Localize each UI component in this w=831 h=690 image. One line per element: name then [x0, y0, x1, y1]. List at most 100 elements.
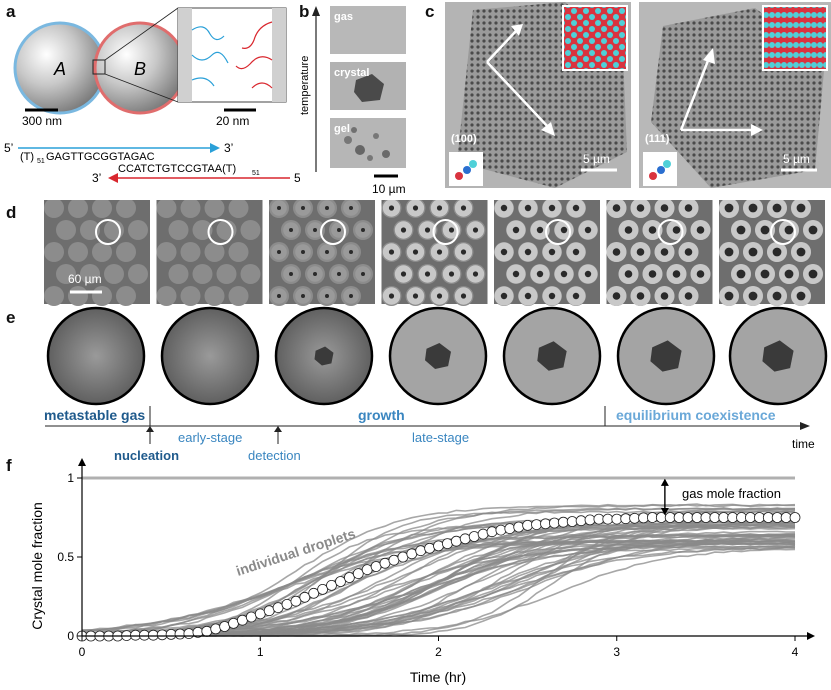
droplet-closeup — [616, 306, 716, 406]
scale-60um: 60 µm — [68, 272, 102, 286]
mean-point — [531, 519, 542, 530]
mean-point — [441, 538, 453, 549]
mean-point — [557, 516, 569, 528]
droplet-closeup — [274, 306, 374, 406]
crystal-nucleus — [762, 340, 794, 372]
annotation-gas-fraction: gas mole fraction — [682, 486, 781, 501]
droplet-closeup — [160, 306, 260, 406]
droplet-curve — [81, 503, 796, 635]
mean-point — [620, 513, 632, 525]
mean-point — [201, 625, 213, 637]
panel-label-d: d — [6, 203, 17, 222]
mean-point — [762, 512, 774, 523]
x-tick-label: 0 — [79, 645, 86, 659]
droplet-closeup — [46, 306, 146, 406]
mean-point — [504, 523, 516, 534]
mean-point — [549, 517, 560, 529]
mean-point — [263, 605, 275, 617]
mean-point — [183, 628, 195, 640]
phase-late: late-stage — [412, 430, 469, 445]
mean-point — [299, 591, 311, 603]
phase-nucleation: nucleation — [114, 448, 179, 463]
highlight-circle — [432, 219, 459, 245]
mean-point — [290, 595, 302, 607]
panel-label-b: b — [299, 2, 310, 21]
highlight-circle — [95, 219, 121, 245]
mean-point — [584, 514, 596, 526]
mean-point — [361, 564, 373, 575]
phase-growth: growth — [358, 407, 405, 423]
lattice-111-inset — [762, 5, 828, 71]
mean-point — [219, 621, 231, 632]
mean-point — [174, 628, 186, 640]
strand1-prefix: (T) — [20, 151, 34, 163]
droplet-curve — [81, 527, 796, 632]
highlight-circle — [207, 219, 234, 245]
state-gel: gel — [334, 123, 350, 135]
phase-detection: detection — [248, 448, 301, 463]
highlight-circle — [770, 219, 796, 245]
mean-point — [468, 531, 480, 542]
x-tick-label: 1 — [257, 645, 264, 659]
time-axis-label: time — [792, 437, 815, 451]
scale-10um: 10 µm — [372, 182, 406, 196]
phase-equilibrium: equilibrium coexistence — [616, 407, 776, 423]
mean-point — [450, 535, 462, 547]
x-tick-label: 4 — [792, 645, 799, 659]
mean-point — [459, 533, 471, 545]
mean-point — [352, 568, 364, 579]
mean-point — [308, 587, 320, 599]
strand1-5prime: 5’ — [4, 141, 13, 155]
crystal-nucleus — [314, 346, 334, 366]
mean-point — [245, 611, 257, 623]
strand1-sequence: GAGTTGCGGTAGAC — [46, 151, 155, 163]
mean-point — [433, 540, 444, 552]
phase-early: early-stage — [178, 430, 242, 445]
y-tick-label: 1 — [67, 471, 74, 485]
strand1-3prime: 3’ — [224, 141, 233, 155]
mean-point — [236, 614, 248, 626]
mean-point — [629, 512, 640, 524]
plane-100: (100) — [451, 133, 477, 145]
droplet-closeup — [502, 306, 602, 406]
x-tick-label: 3 — [613, 645, 620, 659]
chart-xlabel: Time (hr) — [410, 669, 466, 685]
highlight-circle — [657, 219, 684, 245]
mean-point — [513, 521, 525, 533]
mean-point — [477, 528, 489, 540]
panel-a-figure: A B 300 nm 20 nm 5’ (T) 51 GAGTTGCGGTAGA… — [4, 7, 300, 185]
mean-point — [272, 602, 284, 614]
mean-point — [210, 623, 222, 635]
mean-point — [415, 545, 427, 557]
mean-point — [638, 512, 649, 524]
mean-point — [673, 512, 685, 523]
y-tick-label: 0.5 — [57, 550, 74, 564]
droplet-array-frame — [494, 200, 600, 306]
panel-label-a: a — [6, 2, 16, 21]
particle-b-label: B — [134, 59, 146, 79]
mean-point — [317, 583, 329, 595]
strand2-3prime: 3’ — [92, 171, 101, 185]
mean-point — [138, 629, 150, 641]
mean-point — [379, 557, 391, 569]
panel-label-e: e — [6, 308, 16, 327]
phase-metastable: metastable gas — [44, 407, 145, 423]
mean-point — [228, 617, 239, 629]
mean-point — [682, 512, 694, 523]
droplet-array-frame — [269, 200, 375, 306]
crystal-nucleus — [650, 340, 682, 372]
panel-d-figure — [44, 200, 825, 306]
mean-point — [326, 579, 337, 591]
mean-point — [335, 576, 346, 587]
chart-ylabel: Crystal mole fraction — [29, 502, 45, 630]
scale-5um-right: 5 µm — [783, 152, 810, 166]
droplet-array-frame — [606, 200, 713, 306]
droplet-array-frame — [156, 200, 263, 306]
mean-point — [709, 512, 721, 523]
mean-point — [566, 516, 578, 527]
mean-point — [789, 512, 801, 523]
droplet-curve — [81, 519, 796, 635]
mean-point — [540, 518, 551, 530]
mean-point — [611, 513, 623, 525]
scale-300nm: 300 nm — [22, 114, 62, 128]
